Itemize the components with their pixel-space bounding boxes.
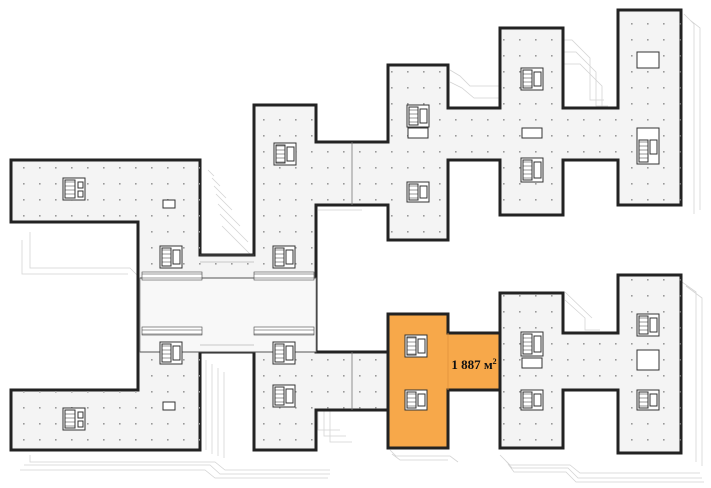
core-n2-a — [520, 67, 544, 91]
core-s3-a — [636, 313, 660, 337]
area-label: 1 887 м2 — [451, 357, 496, 372]
core-upper-tower — [273, 142, 297, 166]
core-wing1-d — [272, 341, 296, 365]
column-grid — [11, 10, 681, 453]
central-corridor — [139, 142, 353, 410]
area-value: 1 887 м — [451, 357, 493, 372]
core-left-upper — [62, 177, 86, 201]
core-s2-a — [520, 331, 544, 357]
core-s1-b[interactable] — [404, 389, 428, 411]
core-n1-a — [406, 104, 430, 128]
highlighted-area[interactable] — [386, 312, 502, 450]
core-wing1-c — [272, 245, 296, 269]
core-n1-b — [406, 181, 430, 203]
core-s3-b — [636, 389, 660, 411]
core-wing1-a — [159, 245, 183, 269]
core-s1-a[interactable] — [404, 334, 428, 358]
area-exponent: 2 — [493, 357, 497, 366]
core-wing1-b — [159, 341, 183, 365]
service-cores — [62, 51, 660, 431]
core-lower-tower — [272, 384, 296, 408]
core-n3-b — [636, 127, 660, 165]
core-n2-b — [520, 157, 544, 183]
shadow-lines — [20, 13, 704, 483]
core-left-lower — [62, 407, 86, 431]
core-s2-b — [520, 389, 544, 411]
